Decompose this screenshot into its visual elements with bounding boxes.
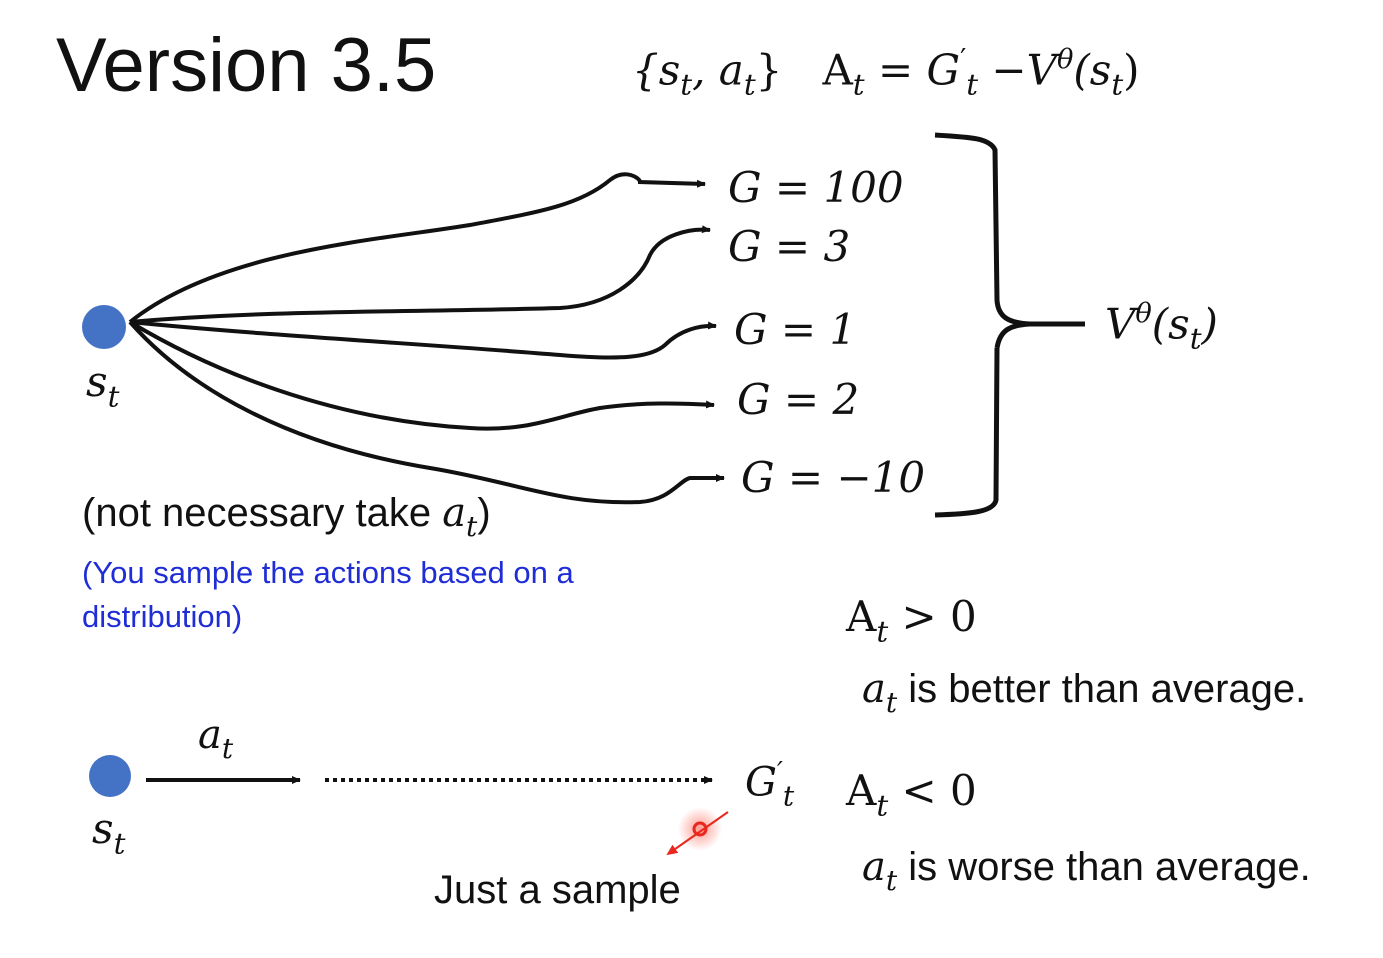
trajectory-g3 xyxy=(129,225,711,324)
return-label-g2: G = 2 xyxy=(737,375,860,424)
return-label-gm10: G = −10 xyxy=(741,453,926,502)
advantage-symbol: A xyxy=(822,45,853,95)
state-node-bottom xyxy=(89,755,131,797)
advantage-formula: {st, at} At = G′t −Vθ(st) xyxy=(632,44,1140,102)
state-label-bottom: st xyxy=(92,804,126,861)
just-a-sample-note: Just a sample xyxy=(434,868,681,912)
trajectory-g100 xyxy=(128,172,706,324)
pointer-glow xyxy=(678,807,722,851)
return-label-g3: G = 3 xyxy=(728,222,851,271)
advantage-positive: At > 0 xyxy=(846,592,977,649)
state-label-top: st xyxy=(86,357,120,414)
sampling-note: (You sample the actions based on a distr… xyxy=(82,555,574,634)
action-label: at xyxy=(198,712,234,765)
return-label-g100: G = 100 xyxy=(728,163,904,212)
value-function-label: Vθ(st) xyxy=(1105,298,1218,356)
trajectory-g1 xyxy=(129,320,717,360)
worse-than-average-text: at is worse than average. xyxy=(862,844,1311,897)
trajectory-gm10 xyxy=(128,320,725,505)
expectation-bracket xyxy=(934,132,1085,518)
pointer-arrow xyxy=(666,811,729,856)
trajectory-g2 xyxy=(128,320,715,431)
pair-open: {s xyxy=(632,45,681,95)
pointer-dot xyxy=(692,821,708,837)
sampled-return-label: G′t xyxy=(745,757,795,813)
slide-title: Version 3.5 xyxy=(56,23,437,108)
return-label-g1: G = 1 xyxy=(734,305,857,354)
advantage-negative: At < 0 xyxy=(846,766,977,823)
state-node-top xyxy=(82,305,126,349)
better-than-average-text: at is better than average. xyxy=(862,666,1307,719)
not-necessary-note: (not necessary take at) xyxy=(82,490,491,543)
